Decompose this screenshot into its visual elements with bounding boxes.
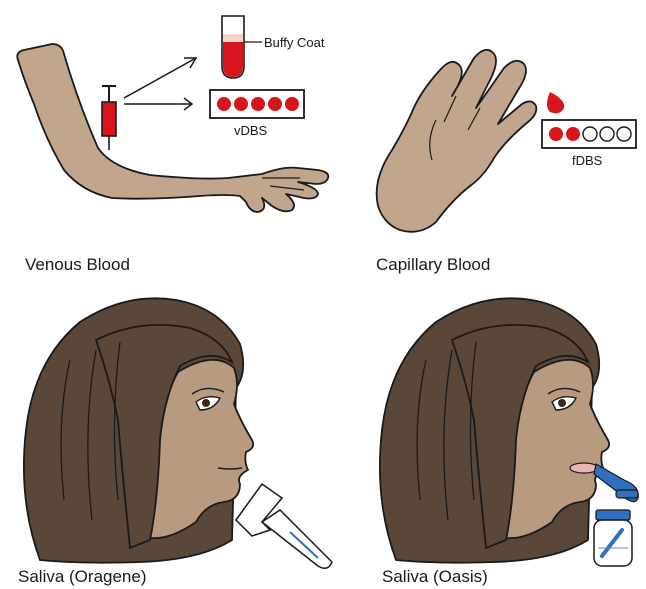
blood-spot: [566, 127, 580, 141]
oragene-kit-icon: [236, 484, 332, 568]
capillary-blood-panel: fDBS Capillary Blood: [376, 50, 636, 274]
arrows: [124, 58, 196, 110]
saliva-oragene-panel: Saliva (Oragene): [18, 298, 332, 586]
empty-spot: [600, 127, 614, 141]
empty-spot: [617, 127, 631, 141]
blood-drop-icon: [547, 92, 564, 113]
vdbs-card: [210, 90, 304, 118]
vdbs-label: vDBS: [234, 123, 268, 138]
fdbs-label: fDBS: [572, 153, 603, 168]
blood-tube-icon: [222, 16, 262, 78]
blood-spot: [234, 97, 248, 111]
hand-illustration: [377, 50, 537, 232]
blood-spot: [251, 97, 265, 111]
saliva-oasis-panel: Saliva (Oasis): [380, 298, 638, 586]
blood-spot: [285, 97, 299, 111]
fdbs-card: [542, 120, 636, 148]
blood-spot: [217, 97, 231, 111]
blood-spot: [549, 127, 563, 141]
saliva-oragene-caption: Saliva (Oragene): [18, 567, 147, 586]
venous-blood-caption: Venous Blood: [25, 255, 130, 274]
buffy-coat-label: Buffy Coat: [264, 35, 325, 50]
oasis-vial-icon: [594, 510, 632, 566]
blood-spot: [268, 97, 282, 111]
capillary-blood-caption: Capillary Blood: [376, 255, 490, 274]
venous-blood-panel: Buffy Coat vDBS Venous Blood: [17, 16, 328, 274]
empty-spot: [583, 127, 597, 141]
saliva-oasis-caption: Saliva (Oasis): [382, 567, 488, 586]
syringe-icon: [102, 86, 116, 150]
